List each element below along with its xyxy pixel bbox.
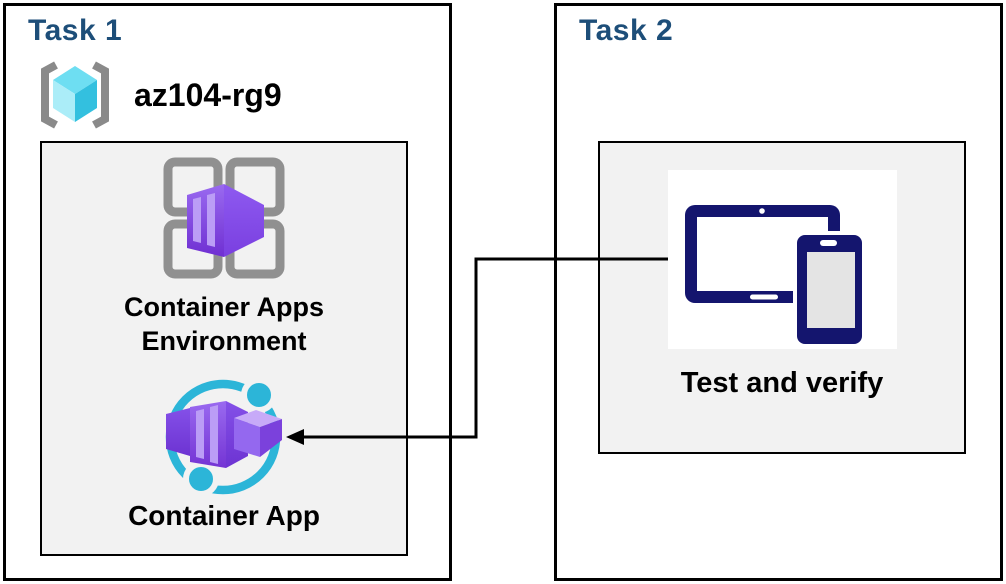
phone-speaker: [820, 240, 837, 246]
task1-box: Task 1 az104-rg9: [3, 3, 452, 581]
container-apps-environment-panel: Container Apps Environment: [40, 141, 408, 556]
resource-group-row: az104-rg9: [36, 60, 282, 130]
task1-title: Task 1: [28, 14, 123, 47]
devices-image: [668, 170, 897, 349]
tablet-camera-dot: [759, 208, 765, 214]
task2-box: Task 2 Test and verify: [554, 3, 1003, 581]
phone-screen: [807, 252, 855, 328]
test-and-verify-label: Test and verify: [680, 367, 884, 399]
tablet-and-phone-icon: [685, 205, 866, 348]
tablet-home-button: [750, 294, 778, 300]
test-and-verify-panel: Test and verify: [598, 141, 966, 454]
orbit-dot-bottom: [183, 461, 219, 497]
resource-group-name: az104-rg9: [134, 76, 282, 113]
orbit-dot-top: [241, 378, 277, 413]
task2-title: Task 2: [579, 14, 674, 47]
container-apps-environment-icon: [163, 157, 285, 279]
resource-group-icon: [41, 61, 109, 129]
container-app-icon: [165, 378, 282, 497]
container-apps-environment-label: Container Apps Environment: [123, 292, 324, 356]
container-app-label: Container App: [128, 500, 320, 531]
